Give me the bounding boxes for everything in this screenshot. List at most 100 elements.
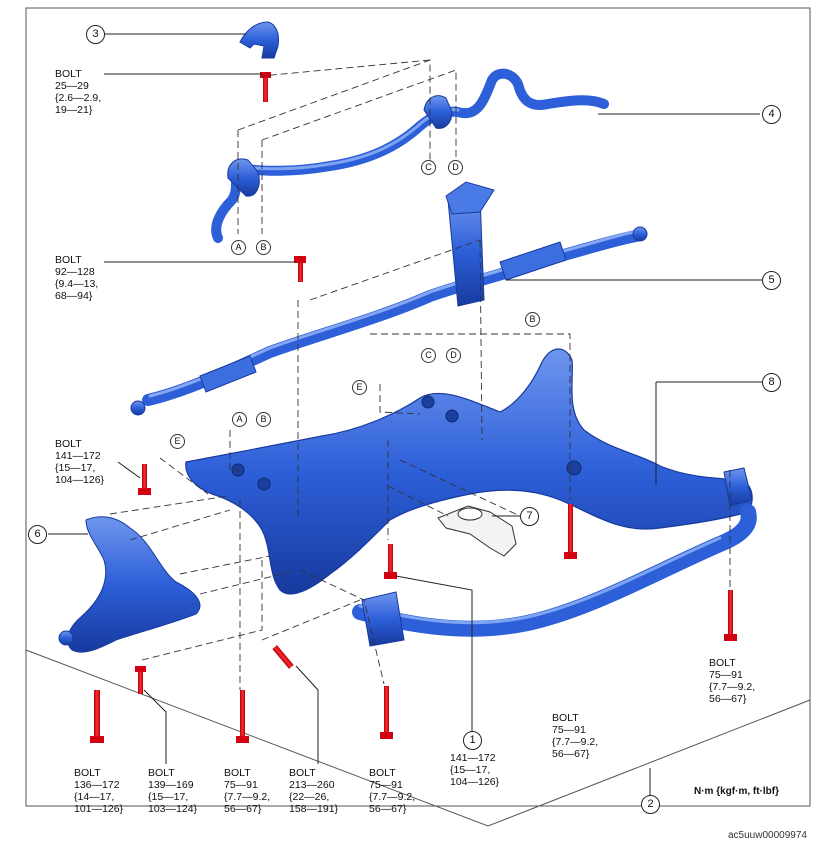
torque-line: 103—124} — [148, 803, 198, 815]
bolt-crossmember-front — [388, 544, 393, 574]
assembly-lines — [109, 59, 731, 690]
torque-line: 19—21} — [55, 104, 93, 116]
leader-8 — [655, 381, 762, 484]
torque-label-lower-arm-front-bolt: BOLT 136—172 {14—17, 101—126} — [74, 767, 123, 815]
torque-line: 101—126} — [74, 803, 124, 815]
frame-outline — [25, 7, 811, 807]
lower-arm — [67, 516, 201, 653]
stabilizer-bar — [211, 68, 609, 243]
bolt-213-260 — [272, 645, 294, 669]
callout-8: 8 — [762, 373, 781, 392]
callout-6: 6 — [28, 525, 47, 544]
bolt-head-5 — [236, 736, 249, 743]
bolt-head-7 — [564, 552, 577, 559]
torque-line: BOLT — [369, 767, 396, 779]
marker-a-top: A — [231, 240, 246, 255]
torque-line: 75—91 — [552, 724, 586, 736]
dash-17 — [299, 569, 385, 685]
bolt-75-91-b — [384, 686, 389, 732]
callout-3: 3 — [86, 25, 105, 44]
torque-line: {15—17, — [148, 791, 189, 803]
torque-line: {15—17, — [55, 462, 96, 474]
marker-d-top: D — [448, 160, 463, 175]
torque-line: 141—172 — [55, 450, 101, 462]
marker-e-low: E — [170, 434, 185, 449]
bracket-bolt-head — [260, 72, 271, 78]
torque-label-bolt-75-91-c: BOLT 75—91 {7.7—9.2, 56—67} — [552, 712, 598, 760]
tie-rod-end-left — [130, 400, 146, 416]
torque-line: BOLT — [224, 767, 251, 779]
bolt-head-6 — [380, 732, 393, 739]
stabilizer-bracket — [239, 21, 279, 59]
torque-line: {7.7—9.2, — [552, 736, 599, 748]
crossmember-hole-b — [257, 477, 271, 491]
torque-line: 75—91 — [709, 669, 743, 681]
torque-line: BOLT — [55, 254, 82, 266]
bolt-lower-arm-rear — [138, 670, 143, 694]
leader-1 — [395, 575, 473, 742]
torque-line: 75—91 — [369, 779, 403, 791]
dash-8 — [379, 384, 421, 415]
torque-line: 56—67} — [552, 748, 590, 760]
marker-d-mid: D — [446, 348, 461, 363]
bolt-head-4 — [135, 666, 146, 672]
torque-line: 213—260 — [289, 779, 335, 791]
marker-c-top: C — [421, 160, 436, 175]
torque-line: 68—94} — [55, 290, 93, 302]
torque-line: {14—17, — [74, 791, 115, 803]
front-crossmember — [185, 348, 753, 595]
torque-line: BOLT — [148, 767, 175, 779]
torque-line: BOLT — [55, 438, 82, 450]
torque-line: 56—67} — [709, 693, 747, 705]
dash-11 — [109, 495, 231, 541]
torque-line: 75—91 — [224, 779, 258, 791]
torque-label-bolt-75-91-a: BOLT 75—91 {7.7—9.2, 56—67} — [224, 767, 270, 815]
callout-4: 4 — [762, 105, 781, 124]
crossmember-rear-rail — [352, 504, 757, 637]
crossmember-hole-d — [445, 409, 459, 423]
torque-line: 56—67} — [224, 803, 262, 815]
bolt-lower-arm-front — [94, 690, 100, 736]
dash-13 — [141, 560, 263, 661]
torque-units-note: N·m {kgf·m, ft·lbf} — [694, 786, 779, 797]
engine-mount-bracket — [437, 505, 517, 557]
bolt-head-8 — [724, 634, 737, 641]
steering-boot-right — [499, 241, 567, 281]
dash-16 — [387, 459, 521, 517]
torque-line: BOLT — [74, 767, 101, 779]
bracket-bolt — [263, 76, 268, 102]
marker-c-mid: C — [421, 348, 436, 363]
bolt-75-91-d — [728, 590, 733, 636]
torque-line: {7.7—9.2, — [224, 791, 271, 803]
torque-label-gear-bolt: BOLT 92—128 {9.4—13, 68—94} — [55, 254, 98, 302]
steering-boot-left — [199, 355, 257, 393]
torque-line: {7.7—9.2, — [709, 681, 756, 693]
image-code: ac5uuw00009974 — [728, 830, 807, 841]
callout-5: 5 — [762, 271, 781, 290]
dash-6 — [479, 239, 483, 441]
marker-b-low: B — [256, 412, 271, 427]
bolt-set — [94, 464, 733, 736]
leader-lines — [48, 33, 762, 796]
torque-label-lower-arm-rear-bolt: BOLT 139—169 {15—17, 103—124} — [148, 767, 197, 815]
leader-bolt-t3 — [117, 461, 141, 479]
marker-e-mid: E — [352, 380, 367, 395]
torque-label-part-1: 141—172 {15—17, 104—126} — [450, 752, 499, 788]
bolt-75-91-a — [240, 690, 245, 736]
bolt-heads — [90, 488, 737, 743]
crossmember-front-mount — [361, 591, 405, 647]
callout-2: 2 — [641, 795, 660, 814]
marker-b-top: B — [256, 240, 271, 255]
dash-10 — [229, 430, 240, 471]
torque-label-bolt-213-260: BOLT 213—260 {22—26, 158—191} — [289, 767, 338, 815]
torque-label-bolt-75-91-d: BOLT 75—91 {7.7—9.2, 56—67} — [709, 657, 755, 705]
bolt-141-172-left — [142, 464, 147, 490]
bolt-head-3 — [90, 736, 104, 743]
torque-line: 92—128 — [55, 266, 95, 278]
torque-line: 139—169 — [148, 779, 194, 791]
torque-line: 141—172 — [450, 752, 496, 764]
torque-label-bolt-75-91-b: BOLT 75—91 {7.7—9.2, 56—67} — [369, 767, 415, 815]
steering-column-top — [445, 181, 495, 215]
frame-diagonal — [25, 649, 811, 827]
callout-1: 1 — [463, 731, 482, 750]
